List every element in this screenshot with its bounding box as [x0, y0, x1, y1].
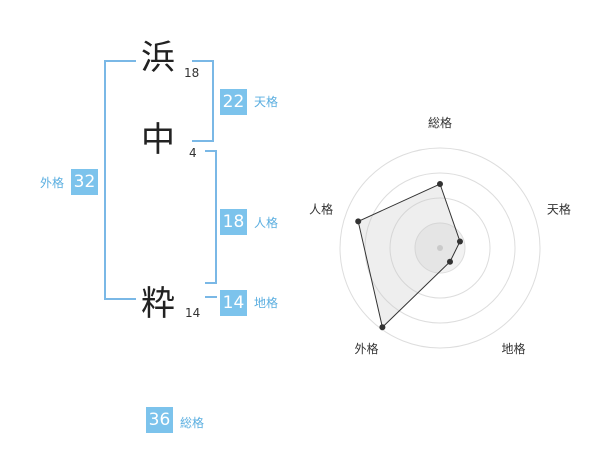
name-char-2: 中	[141, 120, 175, 160]
tenkaku-bracket	[192, 60, 214, 142]
radar-area	[357, 183, 461, 329]
jinkaku-badge: 18	[220, 209, 247, 235]
radar-axis-label-3: 地格	[501, 341, 525, 356]
radar-axis-label-5: 人格	[309, 201, 333, 216]
radar-point-3	[446, 258, 453, 265]
tenkaku-badge: 22	[220, 89, 247, 115]
chikaku-bracket-tick	[205, 296, 217, 298]
radar-ring	[389, 197, 491, 299]
name-char-1: 浜	[141, 38, 175, 78]
stroke-count-1: 18	[184, 66, 200, 80]
name-char-3: 粋	[141, 284, 175, 324]
radar-axis-label-1: 総格	[428, 115, 452, 130]
radar-point-2	[456, 238, 463, 245]
gaikaku-badge: 32	[71, 169, 98, 195]
jinkaku-label: 人格	[254, 216, 279, 230]
soukaku-badge: 36	[146, 407, 173, 433]
gaikaku-label: 外格	[40, 176, 65, 190]
radar-ring	[364, 172, 516, 324]
soukaku-label: 総格	[180, 416, 205, 430]
radar-point-4	[379, 324, 386, 331]
chikaku-label: 地格	[254, 296, 279, 310]
radar-center	[437, 245, 443, 251]
radar-point-5	[355, 218, 362, 225]
jinkaku-bracket	[205, 150, 217, 284]
stroke-count-3: 14	[185, 306, 201, 320]
gaikaku-bracket	[104, 60, 136, 300]
tenkaku-label: 天格	[254, 95, 279, 109]
radar-axis-label-4: 外格	[355, 341, 379, 356]
radar-ring	[339, 147, 541, 349]
radar-axis-label-2: 天格	[547, 201, 571, 216]
chikaku-badge: 14	[220, 290, 247, 316]
stroke-count-2: 4	[189, 146, 197, 160]
radar-point-1	[437, 181, 443, 187]
